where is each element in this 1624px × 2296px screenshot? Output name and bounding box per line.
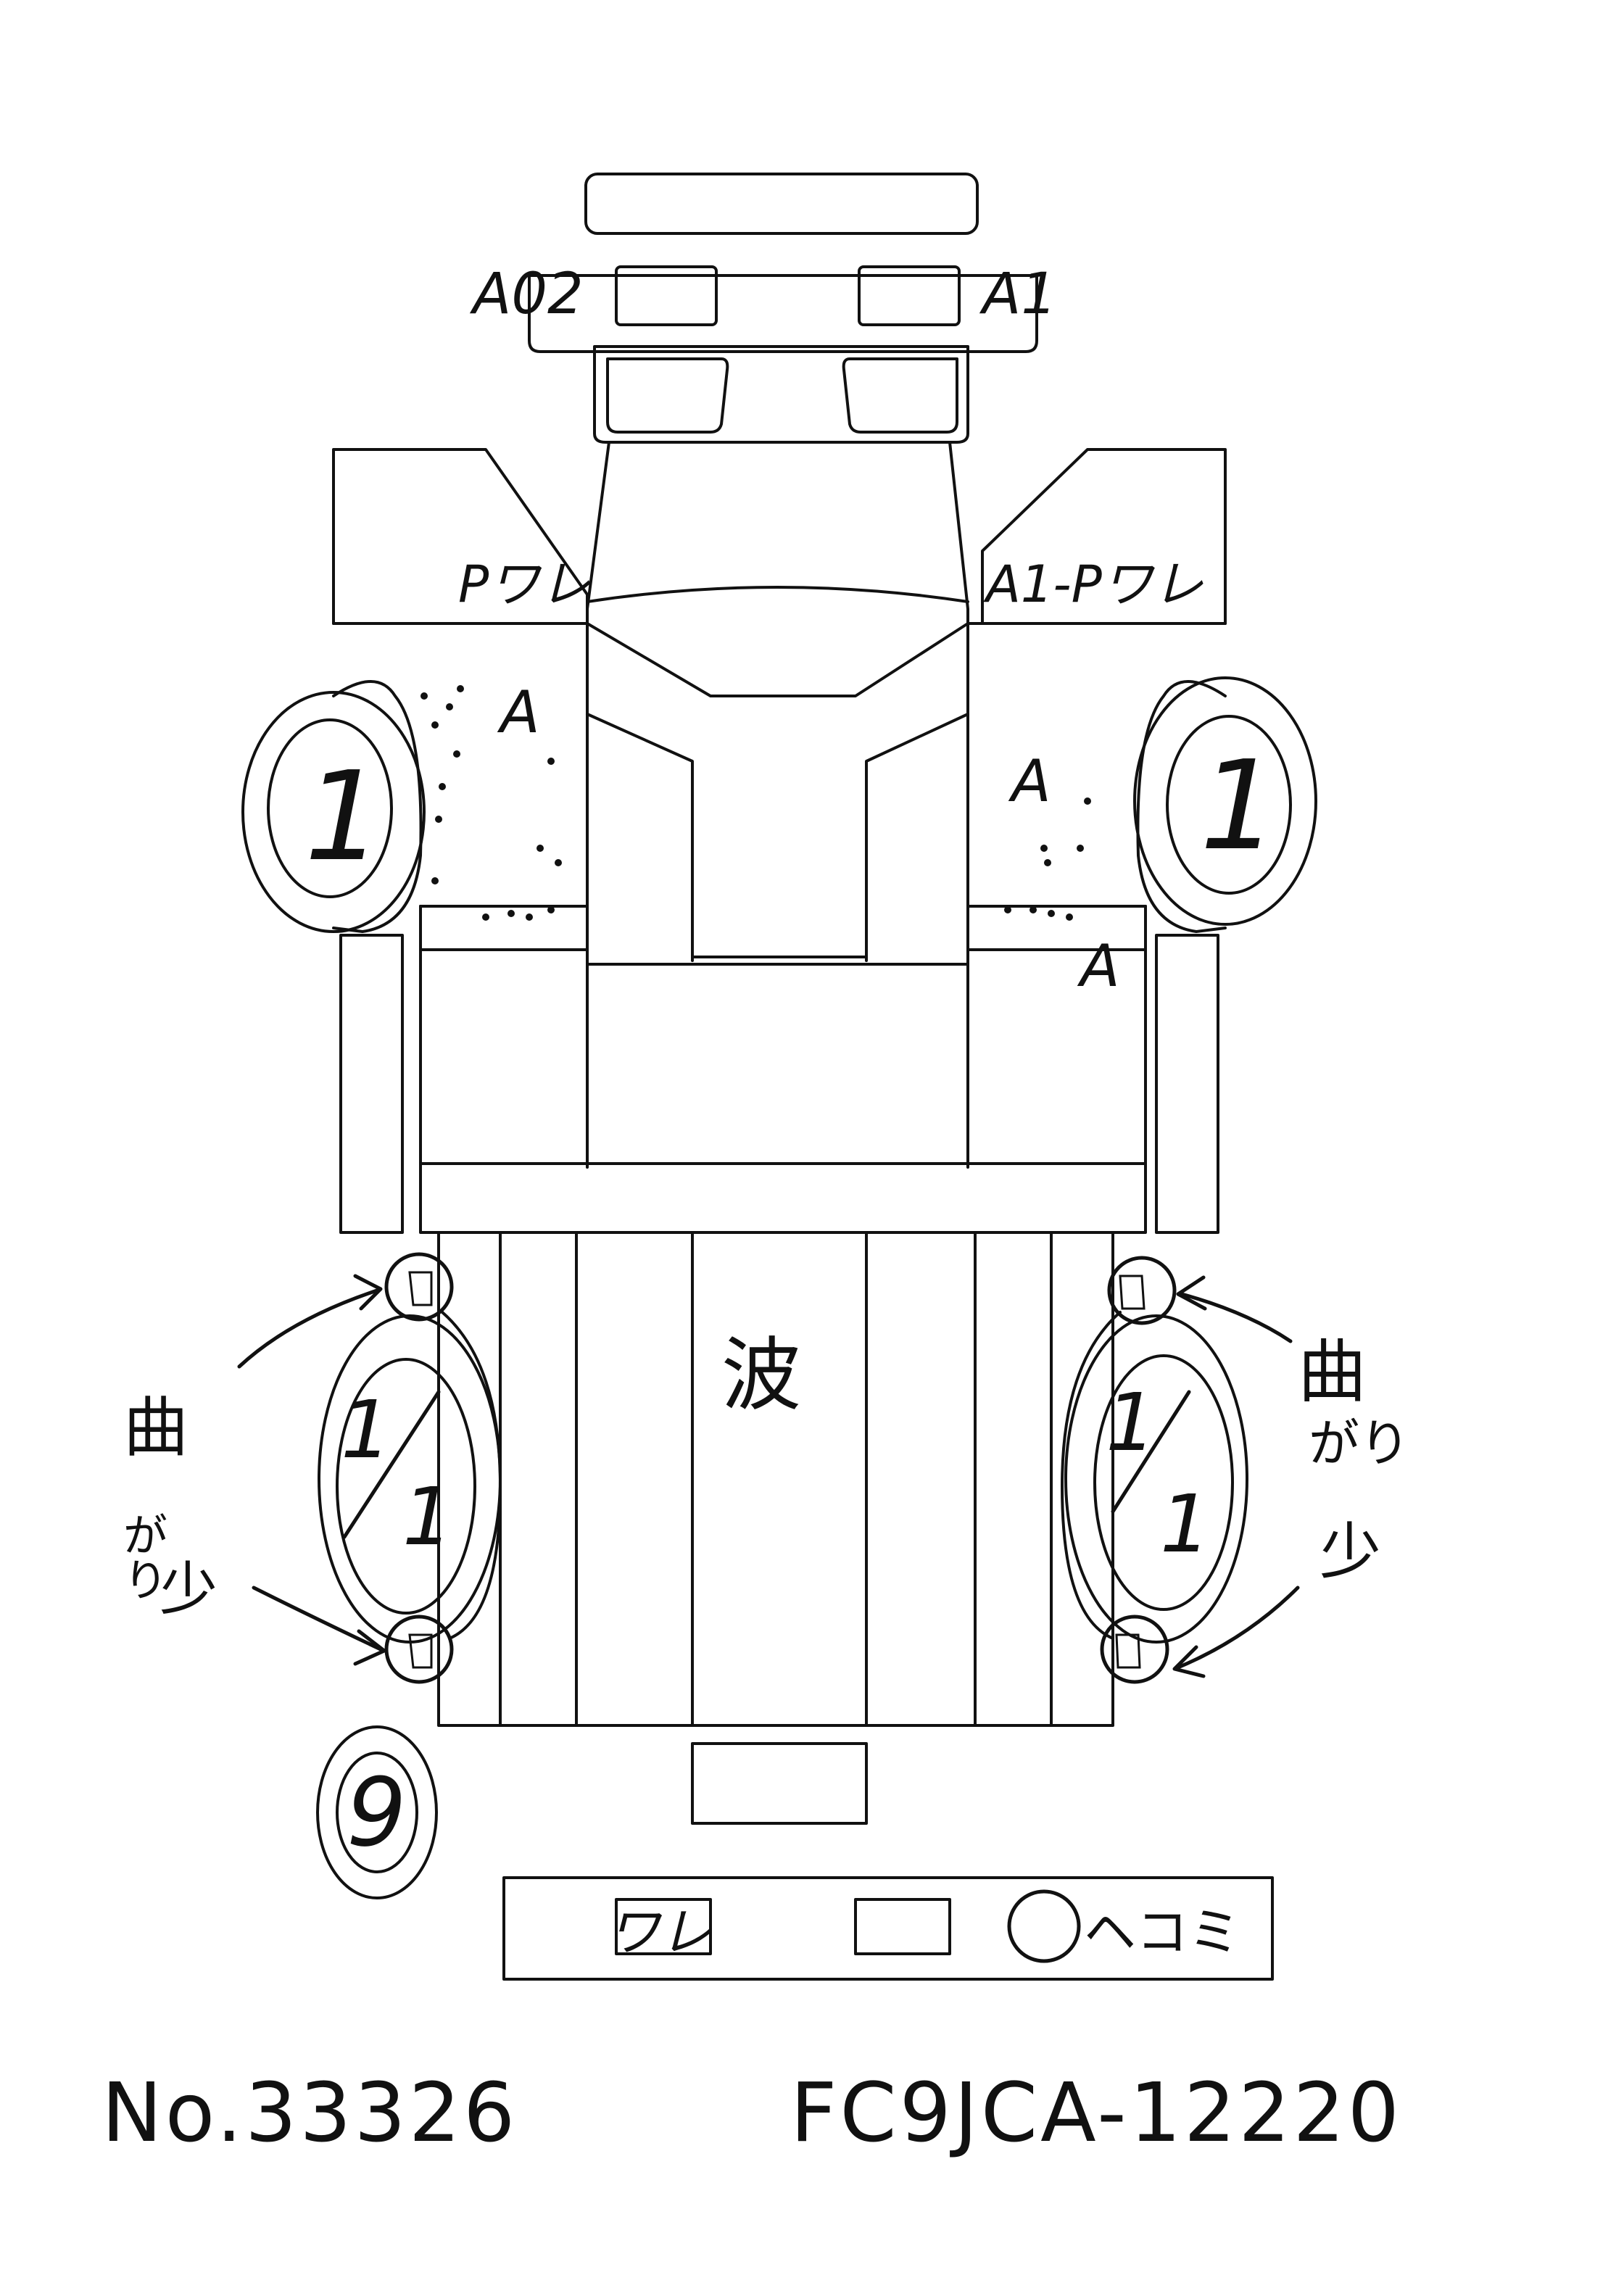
rear-bumper-left-label: ワレ xyxy=(608,1902,712,1963)
side-panels xyxy=(332,622,1227,1234)
rear-hitch xyxy=(691,1742,868,1825)
left-bent-label-1: 曲 xyxy=(123,1390,188,1466)
bed-center-label: 波 xyxy=(721,1329,801,1422)
rear-left-tire-denominator: 1 xyxy=(402,1470,453,1563)
front-left-tire-value: 1 xyxy=(304,745,383,889)
front-left-tire xyxy=(241,680,426,933)
left-bent-marks xyxy=(237,1252,454,1684)
rear-right-tire-denominator: 1 xyxy=(1160,1478,1211,1570)
front-right-tire-value: 1 xyxy=(1200,734,1278,878)
left-bent-label-2: がり xyxy=(115,1512,168,1601)
front-right-tire xyxy=(1133,676,1317,933)
right-bent-label-1: 曲 xyxy=(1298,1333,1367,1412)
spare-tire-value: 9 xyxy=(347,1757,407,1868)
rear-bumper xyxy=(502,1876,1274,1981)
left-door-label: Pワレ xyxy=(458,555,590,614)
right-bent-label-3: 少 xyxy=(1320,1517,1381,1588)
vehicle-model: FC9JCA-12220 xyxy=(790,2066,1402,2160)
front-bumper xyxy=(528,173,1038,353)
right-side-mark-2: A xyxy=(1077,932,1120,1000)
cab xyxy=(332,441,1227,966)
front-bumper-right-label: A1 xyxy=(979,262,1057,327)
frame-crossmember xyxy=(419,1162,1147,1234)
spare-tire xyxy=(316,1725,438,1899)
left-side-mark: A xyxy=(497,679,540,746)
rear-left-tire-numerator: 1 xyxy=(341,1383,392,1476)
rear-bumper-right-label: ヘコミ xyxy=(1084,1902,1240,1963)
rear-right-tire xyxy=(1061,1311,1248,1644)
front-bumper-left-label: A02 xyxy=(469,262,584,327)
left-bent-label-3: 少 xyxy=(160,1556,218,1623)
inspection-number: No.33326 xyxy=(102,2066,518,2160)
right-bent-label-2: がり xyxy=(1309,1414,1410,1473)
headlights xyxy=(593,345,969,444)
cargo-bed xyxy=(437,1231,1114,1727)
rear-left-tire-slash xyxy=(342,1390,441,1539)
scratch-dots-right xyxy=(1004,797,1091,921)
scratch-dots-left xyxy=(420,685,562,921)
right-bent-marks xyxy=(1100,1256,1300,1684)
right-door-label: A1-Pワレ xyxy=(983,555,1204,614)
right-side-mark-1: A xyxy=(1008,747,1051,815)
rear-bumper-dent-circle xyxy=(1007,1889,1081,1963)
rear-right-tire-slash xyxy=(1111,1390,1191,1514)
